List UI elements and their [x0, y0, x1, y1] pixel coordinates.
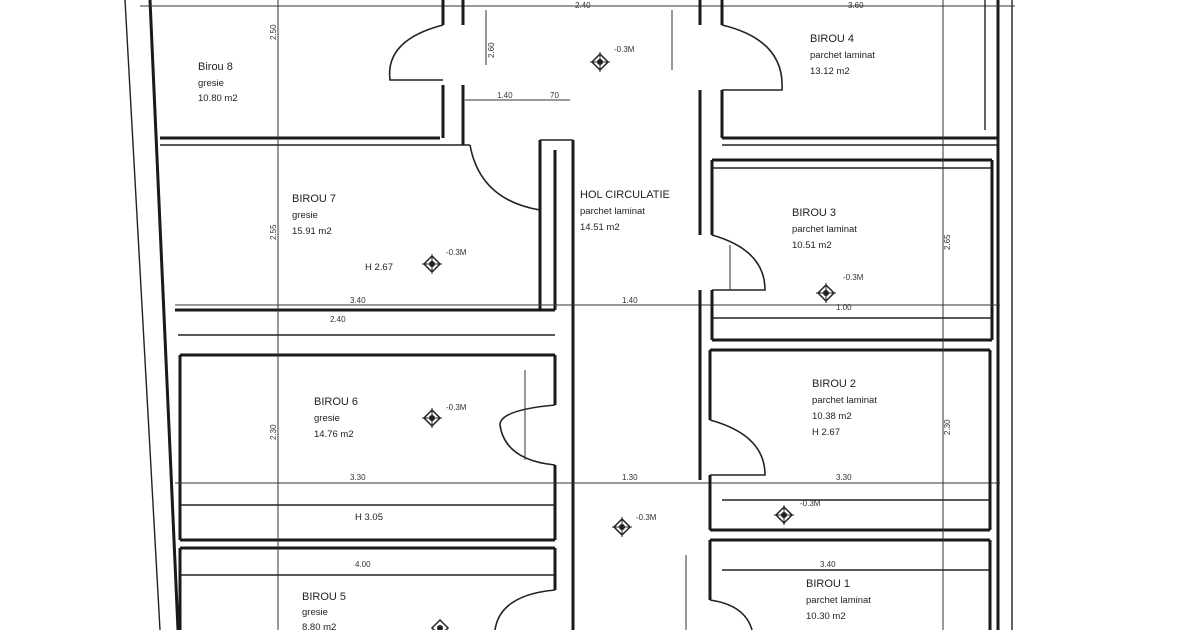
room-walls-lower [175, 348, 1000, 542]
room-birou7: BIROU 7 gresie 15.91 m2 H 2.67 [292, 193, 393, 273]
room-hol: HOL CIRCULATIE parchet laminat 14.51 m2 [580, 189, 670, 233]
room-name: BIROU 2 [812, 378, 856, 390]
dim-row7-b: 2.40 [330, 315, 346, 324]
dim-row1-top: 3.40 [820, 560, 836, 569]
level-marker [612, 517, 632, 537]
room-birou6: BIROU 6 gresie 14.76 m2 [314, 396, 358, 440]
exterior-walls [124, 0, 1015, 630]
dim-row6-left: 3.30 [350, 473, 366, 482]
level-marker [590, 52, 610, 72]
level-birou7: -0.3M [446, 248, 467, 257]
room-birou1: BIROU 1 parchet laminat 10.30 m2 [806, 578, 871, 622]
room-birou3: BIROU 3 parchet laminat 10.51 m2 [792, 207, 857, 251]
room-finish: gresie [302, 607, 328, 618]
dim-row6-mid: 1.30 [622, 473, 638, 482]
room-birou4: BIROU 4 parchet laminat 13.12 m2 [810, 33, 875, 77]
room-finish: parchet laminat [806, 595, 871, 606]
level-marker [774, 505, 794, 525]
room-name: BIROU 3 [792, 207, 836, 219]
dim-row7-right: 1.00 [836, 303, 852, 312]
dim-row7-mid: 1.40 [622, 296, 638, 305]
dim-vert-c: 2.30 [269, 424, 278, 440]
strip-height: H 3.05 [355, 512, 383, 523]
room-finish: parchet laminat [810, 50, 875, 61]
room-area: 10.30 m2 [806, 611, 846, 622]
room-area: 10.38 m2 [812, 411, 852, 422]
room-finish: parchet laminat [812, 395, 877, 406]
room-area: 10.51 m2 [792, 240, 832, 251]
doors-bottom [494, 589, 753, 630]
room-name: BIROU 4 [810, 33, 854, 45]
level-markers [422, 52, 836, 630]
room-area: 15.91 m2 [292, 226, 332, 237]
room-area: 14.76 m2 [314, 429, 354, 440]
dim-top-left: 2.40 [575, 1, 591, 10]
dim-hol-a: 1.40 [497, 91, 513, 100]
level-hol-top: -0.3M [614, 45, 635, 54]
room-birou5: BIROU 5 gresie 8.80 m2 [302, 591, 346, 630]
level-birou2: -0.3M [800, 499, 821, 508]
room-finish: gresie [198, 78, 224, 89]
dim-hol-b: 70 [550, 91, 559, 100]
dim-row6-right: 3.30 [836, 473, 852, 482]
dim-vert-f: 2.60 [487, 42, 496, 58]
room-name: BIROU 1 [806, 578, 850, 590]
room-area: 8.80 m2 [302, 622, 336, 630]
level-hol-bottom: -0.3M [636, 513, 657, 522]
room-area: 10.80 m2 [198, 93, 238, 104]
dim-row5-top: 4.00 [355, 560, 371, 569]
level-marker [422, 254, 442, 274]
room-name: BIROU 6 [314, 396, 358, 408]
doors-lower [499, 404, 766, 476]
level-marker [422, 408, 442, 428]
doors-middle [711, 234, 766, 291]
room-finish: parchet laminat [580, 206, 645, 217]
dim-row7-left: 3.40 [350, 296, 366, 305]
room-name: BIROU 7 [292, 193, 336, 205]
room-name: Birou 8 [198, 61, 233, 73]
room-finish: gresie [314, 413, 340, 424]
room-name: BIROU 5 [302, 591, 346, 603]
room-finish: parchet laminat [792, 224, 857, 235]
room-finish: gresie [292, 210, 318, 221]
room-birou8: Birou 8 gresie 10.80 m2 [198, 61, 238, 104]
room-area: 13.12 m2 [810, 66, 850, 77]
room-area: 14.51 m2 [580, 222, 620, 233]
dim-vert-d: 2.65 [943, 234, 952, 250]
room-walls-middle [175, 139, 1000, 630]
room-height: H 2.67 [812, 427, 840, 438]
dim-vert-b: 2.55 [269, 224, 278, 240]
doors-top [388, 24, 783, 211]
level-marker [816, 283, 836, 303]
dim-vert-a: 2.50 [269, 24, 278, 40]
room-walls-top [160, 0, 998, 235]
dimension-lines [277, 0, 944, 630]
dim-vert-e: 2.30 [943, 419, 952, 435]
room-height: H 2.67 [365, 262, 393, 273]
dim-top-right: 3.60 [848, 1, 864, 10]
room-birou2: BIROU 2 parchet laminat 10.38 m2 H 2.67 [812, 378, 877, 438]
level-birou3: -0.3M [843, 273, 864, 282]
level-marker [430, 618, 450, 630]
level-birou6: -0.3M [446, 403, 467, 412]
room-name: HOL CIRCULATIE [580, 189, 670, 201]
